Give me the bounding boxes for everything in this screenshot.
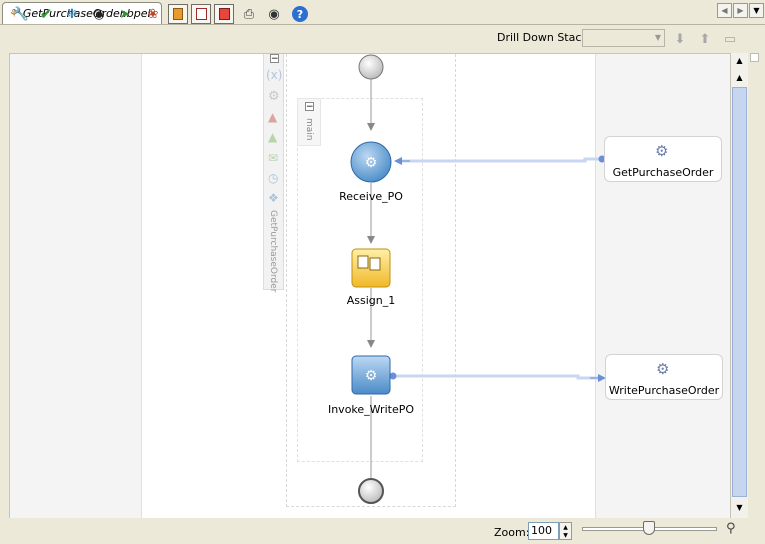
invoke-writepo-label: Invoke_WritePO xyxy=(327,403,415,416)
help-icon[interactable]: ? xyxy=(290,4,310,24)
trash-icon[interactable]: ▭ xyxy=(723,31,737,47)
wrench-icon[interactable]: 🔧 xyxy=(12,6,30,22)
chevron-down-icon[interactable]: ▼ xyxy=(563,531,568,539)
right-partner-panel xyxy=(595,54,731,519)
compensation-icon[interactable]: ✉ xyxy=(268,151,279,165)
process-scope xyxy=(286,54,456,507)
bpel-canvas[interactable]: − (x) ⚙ ▲ ▲ ✉ ◷ ❖ GetPurchaseOrder − mai… xyxy=(9,53,731,519)
scope-toolstrip xyxy=(263,54,284,290)
receive-activity-node[interactable] xyxy=(350,141,392,183)
gear-icon: ⚙ xyxy=(365,368,378,384)
receive-partner-link xyxy=(398,157,602,163)
layout-icon[interactable] xyxy=(168,4,188,24)
end-node[interactable] xyxy=(358,478,384,504)
status-bar xyxy=(0,518,765,544)
left-partner-panel xyxy=(10,54,142,519)
tab-getpurchaseorder[interactable]: ⚘ GetPurchaseOrder.bpel xyxy=(2,2,162,24)
image-icon[interactable] xyxy=(214,4,234,24)
correlation-icon[interactable]: ❖ xyxy=(268,191,279,205)
fault-handler-icon[interactable]: ▲ xyxy=(268,110,278,124)
export-icon[interactable]: ➤ xyxy=(119,6,131,22)
tab-list-button[interactable]: ▼ xyxy=(749,3,764,18)
partner-link-writepurchaseorder[interactable]: ⚙ WritePurchaseOrder xyxy=(605,354,723,400)
main-sequence xyxy=(297,98,423,462)
scroll-down-icon[interactable]: ▼ xyxy=(732,500,747,515)
drill-down-label: Drill Down Stack: xyxy=(497,31,592,44)
zoom-label: Zoom: xyxy=(494,526,530,539)
camera-icon[interactable]: ◉ xyxy=(268,6,280,22)
scroll-up-icon[interactable]: ▲ xyxy=(732,53,747,68)
bpel-file-icon: ⚘ xyxy=(9,7,19,20)
chevron-down-icon: ▼ xyxy=(654,33,661,42)
drill-down-select[interactable]: ▼ xyxy=(582,29,665,47)
scrollbar-thumb[interactable] xyxy=(732,87,747,497)
partner-link-port xyxy=(389,372,397,380)
palette-icon[interactable]: ❀ xyxy=(147,6,159,22)
timer-icon[interactable]: ◷ xyxy=(268,171,279,185)
assign-1-label: Assign_1 xyxy=(346,294,396,307)
scope-collapse-icon[interactable]: − xyxy=(270,54,279,64)
assign-icon xyxy=(357,255,369,269)
partner-label: WritePurchaseOrder xyxy=(608,384,720,397)
zoom-stepper[interactable]: ▲ ▼ xyxy=(559,522,572,540)
partner-link-port xyxy=(598,155,606,163)
partner-link-getpurchaseorder[interactable]: ⚙ GetPurchaseOrder xyxy=(604,136,722,182)
sequence-collapse-icon[interactable]: − xyxy=(305,102,314,112)
gear-icon: ⚙ xyxy=(365,155,378,171)
gear-icon[interactable]: ⚙ xyxy=(268,89,280,104)
main-sequence-header xyxy=(297,98,321,146)
print-icon[interactable]: ⎙ xyxy=(243,6,255,22)
receive-po-label: Receive_PO xyxy=(339,190,403,203)
drill-down-icon[interactable]: ⬇ xyxy=(674,31,686,47)
network-icon[interactable]: ❉ xyxy=(66,6,78,22)
checkmark-icon[interactable]: ✔ xyxy=(39,5,53,23)
scope-label: GetPurchaseOrder xyxy=(268,210,278,293)
tab-scroll-left-button[interactable]: ◀ xyxy=(717,3,732,18)
zoom-input[interactable]: 100 xyxy=(528,522,559,540)
vertical-scrollbar[interactable]: ▲ ▲ ▼ xyxy=(730,53,748,518)
scroll-step-icon[interactable]: ▲ xyxy=(732,70,747,85)
invoke-activity-node[interactable] xyxy=(351,355,391,395)
tab-title: GetPurchaseOrder.bpel xyxy=(22,7,151,20)
tab-scroll-right-button[interactable]: ▶ xyxy=(733,3,748,18)
chevron-up-icon[interactable]: ▲ xyxy=(563,523,568,531)
partner-label: GetPurchaseOrder xyxy=(612,166,714,179)
sequence-label: main xyxy=(304,118,314,141)
web-service-icon: ⚙ xyxy=(656,360,670,378)
process-flow-diagram: ⚙ ⚙ xyxy=(350,54,606,504)
overview-toggle[interactable] xyxy=(750,53,759,62)
zoom-slider-thumb[interactable] xyxy=(643,521,655,535)
start-node[interactable] xyxy=(358,54,384,80)
drill-up-icon[interactable]: ⬆ xyxy=(699,31,711,47)
magnifier-icon[interactable]: ⚲ xyxy=(726,521,736,536)
binoculars-icon[interactable]: ◉ xyxy=(93,6,105,22)
invoke-partner-link xyxy=(392,374,602,380)
event-handler-icon[interactable]: ▲ xyxy=(268,130,278,144)
source-icon[interactable] xyxy=(191,4,211,24)
variables-icon[interactable]: (x) xyxy=(266,68,283,82)
web-service-icon: ⚙ xyxy=(655,142,669,160)
